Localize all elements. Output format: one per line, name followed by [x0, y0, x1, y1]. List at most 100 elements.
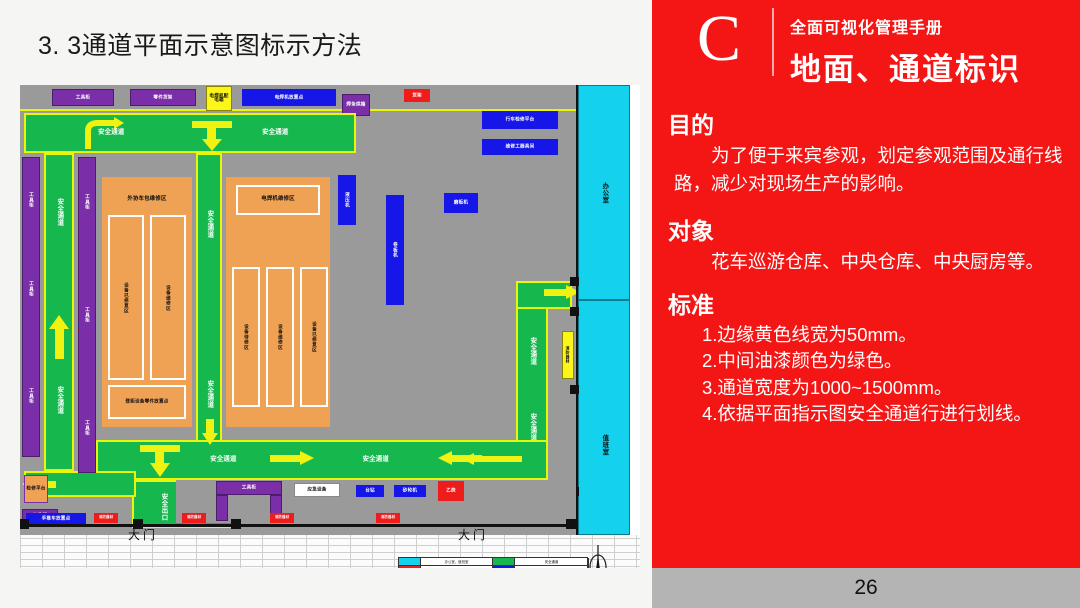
bottom-item-label-4: 乙炔: [446, 487, 456, 493]
legend-swatch2-0: [493, 558, 515, 566]
bottom-tool-cabinet: 工具柜: [216, 481, 282, 495]
machine-hydraulic: 液压机: [338, 175, 356, 225]
maintenance-platform-label: 检修平台: [26, 485, 46, 491]
bottom-cart-point: 手推车放置点: [26, 513, 86, 524]
section-body-purpose: 为了便于来宾参观，划定参观范围及通行线路，减少对现场生产的影响。: [674, 145, 1063, 194]
bottom-item-label-1: 应急设备: [307, 486, 327, 492]
zone-label-3b: 设备维修区: [278, 324, 284, 350]
arrow-down-icon-3: [140, 445, 180, 477]
gate-marker-3: [566, 519, 576, 529]
standard-item-3: 4.依据平面指示图安全通道行进行划线。: [702, 402, 1032, 424]
fire-tag-3-label: 消防器材: [274, 515, 290, 520]
aisle-bottom-label-right: 安全通道: [362, 455, 389, 463]
section-letter: C: [696, 2, 742, 75]
aisle-bottom-label-left: 安全通道: [210, 455, 237, 463]
machine-rolling: 卷板机: [386, 195, 404, 305]
bottom-item-label-2: 台钻: [365, 487, 375, 493]
slide-right-panel: C 全面可视化管理手册 地面、通道标识 目的 为了便于来宾参观，划定参观范围及通…: [652, 0, 1080, 568]
fire-tag-4-label: 消防器材: [380, 515, 396, 520]
tool-cabinet-label-4: 工具柜: [85, 194, 91, 210]
machine-label-3: 行车检修平台: [505, 116, 535, 122]
standards-list: 1.边缘黄色线宽为50mm。 2.中间油漆颜色为绿色。 3.通道宽度为1000~…: [702, 322, 1072, 427]
fire-equipment-tag-label: 消防器材: [565, 346, 570, 364]
top-item-5: 货架: [404, 89, 430, 102]
top-item-0: 工具柜: [52, 89, 114, 106]
door-marker-1: [570, 277, 579, 286]
room-label-1: 值班室: [601, 434, 609, 456]
standard-item-1: 2.中间油漆颜色为绿色。: [702, 350, 903, 372]
zone-label-5: 登距设备零件放置点: [125, 398, 169, 404]
aisle-middle-label-top: 安全通道: [206, 210, 214, 239]
aisle-right-label-top: 安全通道: [529, 336, 537, 365]
header-divider: [772, 8, 774, 76]
zone-label-3: 设备维修区: [166, 284, 172, 311]
aisle-left-label-top: 安全通道: [56, 197, 64, 226]
fire-tag-1-label: 消防器材: [98, 515, 114, 520]
machine-label-4: 维修工器具间: [505, 143, 535, 149]
arrow-turn-icon: [85, 117, 124, 149]
aisle-middle: 安全通道 安全通道: [196, 153, 222, 471]
machine-label-2: 磨板机: [453, 199, 469, 205]
page-number: 26: [652, 568, 1080, 608]
manual-subtitle: 全面可视化管理手册: [790, 20, 944, 37]
tool-cabinet-label-1: 工具柜: [29, 191, 35, 208]
slide-left-panel: 3. 3通道平面示意图标示方法 工具柜 零件货架 电焊机配电箱 电焊机放置点 焊…: [0, 0, 652, 608]
section-heading-standard: 标准: [668, 292, 714, 318]
door-marker-2: [570, 307, 579, 316]
legend-text2-0: 安全通道: [515, 558, 589, 566]
bottom-wall: [20, 524, 576, 527]
bottom-grinding-wheel: 砂轮机: [394, 485, 426, 497]
arrow-up-icon: [49, 315, 69, 359]
machine-grinder: 磨板机: [444, 193, 478, 213]
gate-marker-2: [231, 519, 241, 529]
top-item-3-label: 电焊机放置点: [274, 94, 304, 100]
room-label-0: 办公室: [601, 182, 609, 203]
aisle-top: 安全通道 安全通道: [24, 113, 356, 153]
zone-left-sub-2: 设备维修区: [150, 215, 186, 380]
top-item-3: 电焊机放置点: [242, 89, 336, 106]
zone-right-welder: 电焊机维修区: [236, 185, 320, 215]
floorplan-diagram: 工具柜 零件货架 电焊机配电箱 电焊机放置点 焊条烘箱 货架 安全通道 安全通道…: [20, 85, 640, 540]
maintenance-platform: 检修平台: [24, 475, 48, 503]
bottom-item-label-3: 砂轮机: [402, 487, 418, 493]
top-item-4-label: 焊条烘箱: [346, 101, 366, 107]
aisle-right-label-bottom: 安全通道: [529, 413, 537, 442]
fire-tag-1: 消防器材: [94, 513, 118, 523]
zone-right-sub-2: 设备维修区: [266, 267, 294, 407]
tool-cabinet-column-mid: 工具柜 工具柜 工具柜: [78, 157, 96, 473]
section-heading-scope: 对象: [668, 218, 714, 244]
top-item-0-label: 工具柜: [75, 94, 91, 100]
top-boundary-line: [20, 109, 580, 111]
fire-tag-4: 消防器材: [376, 513, 400, 523]
page-title: 3. 3通道平面示意图标示方法: [38, 32, 363, 60]
gate-label-right: 大门: [458, 528, 489, 542]
zone-label-4: 设备待修区: [244, 324, 250, 350]
tool-cabinet-column-left: 工具柜 工具柜 工具柜: [22, 157, 40, 457]
zone-label-2: 设备已修复区: [124, 281, 130, 314]
top-item-1-label: 零件货架: [153, 94, 173, 100]
gate-label-left: 大门: [128, 528, 159, 542]
section-body-scope: 花车巡游仓库、中央仓库、中央厨房等。: [711, 251, 1045, 272]
zone-label-0: 外协车包维修区: [127, 195, 167, 202]
machine-crane-platform: 行车检修平台: [482, 111, 558, 129]
door-marker-3: [570, 385, 579, 394]
fire-tag-2-label: 消防器材: [186, 515, 202, 520]
fire-equipment-tag: 消防器材: [562, 331, 574, 379]
top-item-1: 零件货架: [130, 89, 196, 106]
tool-cabinet-label-2: 工具柜: [29, 281, 35, 297]
bottom-item-label-5: 手推车放置点: [41, 515, 71, 521]
standard-item-2: 3.通道宽度为1000~1500mm。: [702, 376, 953, 398]
aisle-left: 安全通道 安全通道: [44, 153, 74, 471]
arrow-right-icon-2: [544, 285, 580, 299]
fire-tag-3: 消防器材: [270, 513, 294, 523]
bottom-drill: 台钻: [356, 485, 384, 497]
exit-label: 安全出口: [160, 492, 168, 521]
section-heading: 地面、通道标识: [790, 52, 1021, 87]
top-item-5-label: 货架: [412, 92, 422, 98]
bottom-tool-cabinet-leg-l: [216, 495, 228, 521]
room-office: 办公室: [578, 85, 630, 300]
arrow-left-icon-2: [462, 453, 522, 465]
top-item-2: 电焊机配电箱: [206, 86, 232, 111]
standard-item-0: 1.边缘黄色线宽为50mm。: [702, 324, 917, 345]
aisle-top-label-left: 安全通道: [98, 128, 125, 136]
